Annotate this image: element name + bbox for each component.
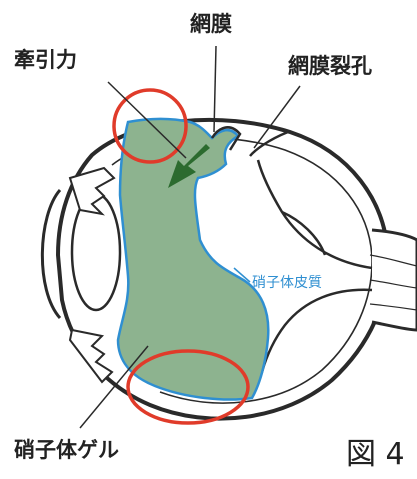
label-vitreous-cortex: 硝子体皮質 xyxy=(252,276,322,290)
label-vitreous-gel: 硝子体ゲル xyxy=(14,440,119,461)
label-retinal-tear: 網膜裂孔 xyxy=(288,56,372,77)
figure-number: 図 4 xyxy=(346,440,405,470)
optic-nerve xyxy=(372,230,417,330)
label-retina: 網膜 xyxy=(190,14,232,35)
label-traction: 牽引力 xyxy=(14,50,77,71)
